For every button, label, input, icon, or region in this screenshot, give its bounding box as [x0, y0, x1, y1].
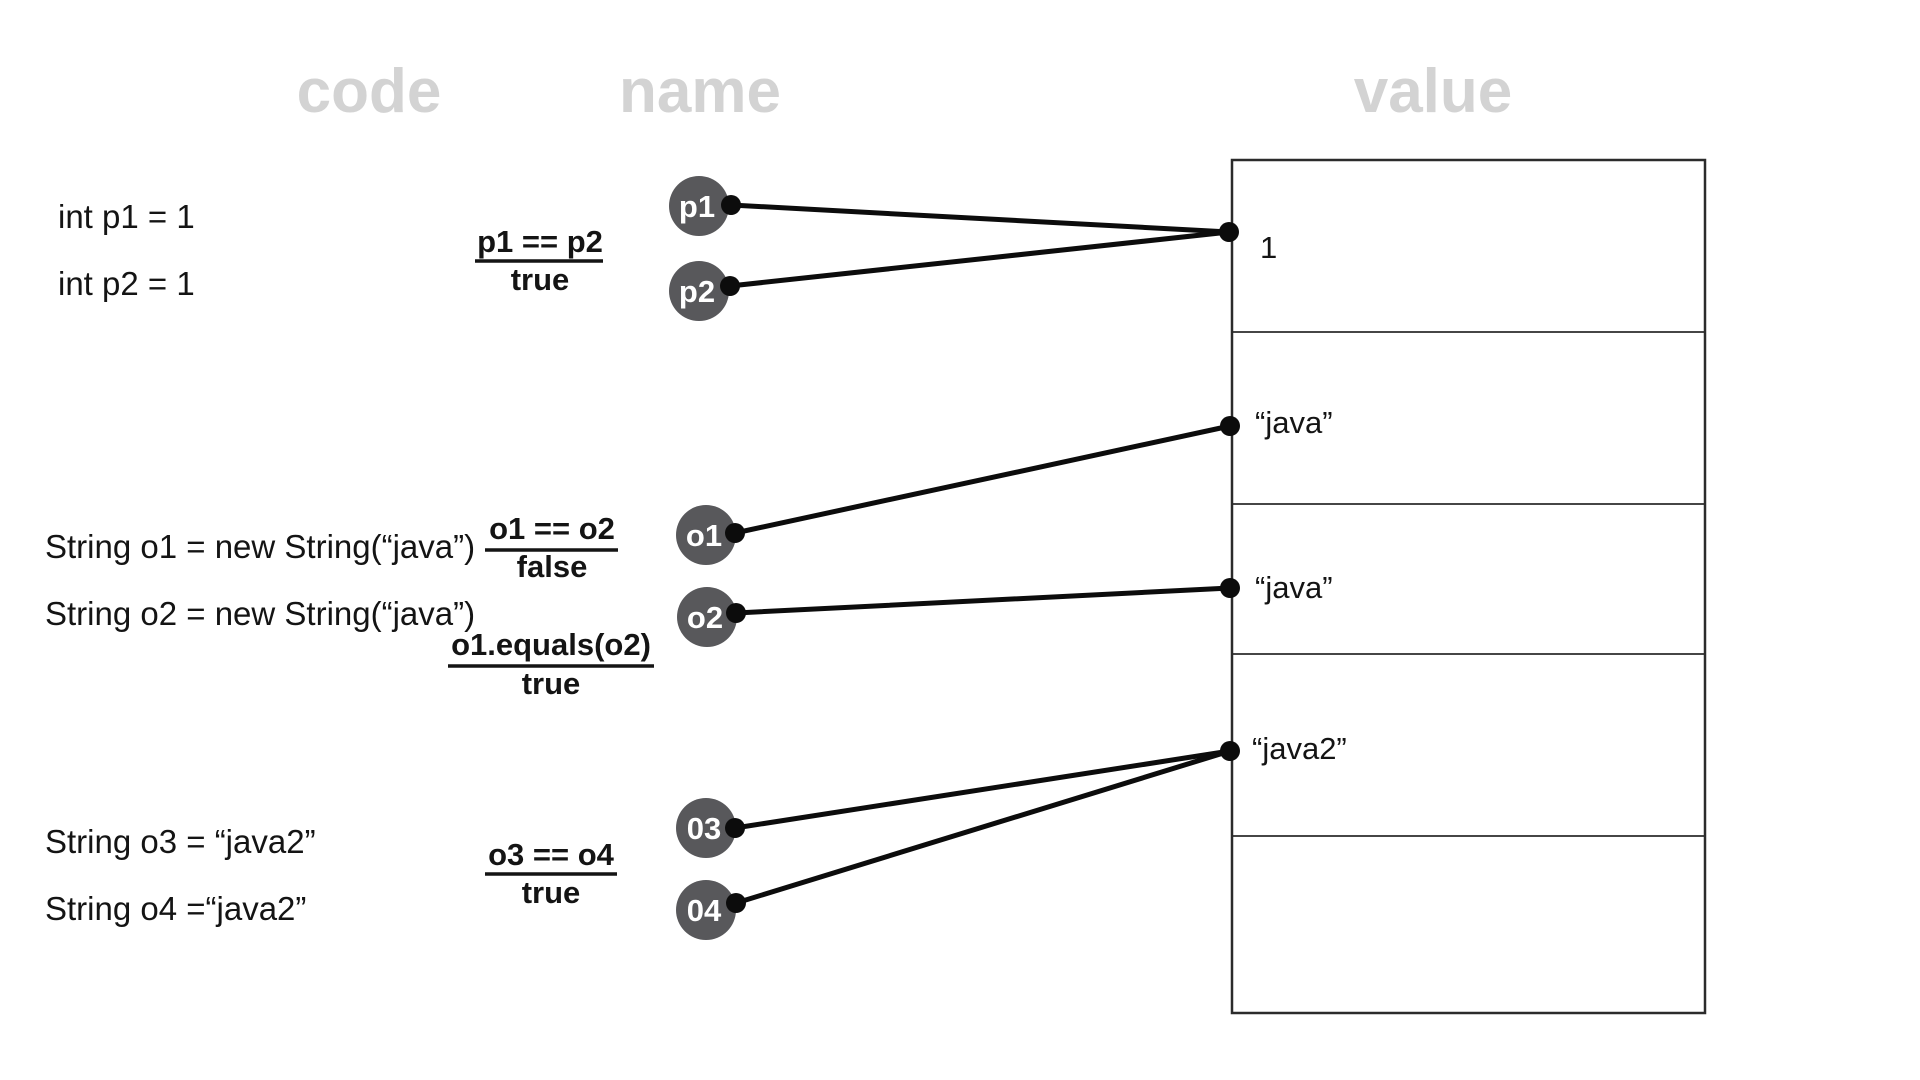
- name-node-p2: p2: [669, 261, 740, 321]
- name-circle: [677, 587, 737, 647]
- code-line-string-o2: String o2 = new String(“java”): [45, 595, 475, 632]
- table-endpoint-dots: [1219, 222, 1240, 761]
- value-cell-1: 1: [1260, 230, 1277, 265]
- name-circle: [669, 176, 729, 236]
- expression-result: true: [511, 262, 570, 297]
- endpoint-dot-java-a: [1220, 416, 1240, 436]
- expression-result: false: [517, 549, 588, 584]
- connector-dot: [725, 523, 745, 543]
- expression-result: true: [522, 875, 581, 910]
- name-node-o3: 03: [676, 798, 745, 858]
- expression-block-p1-eq-p2: p1 == p2 true: [475, 224, 603, 297]
- endpoint-dot-java-b: [1220, 578, 1240, 598]
- name-label: o1: [686, 518, 722, 553]
- name-circle: [676, 505, 736, 565]
- reference-line-o4-to-java2: [733, 748, 1233, 906]
- value-cell-java-a: “java”: [1255, 405, 1333, 440]
- expression-block-o1-eq-o2: o1 == o2 false: [485, 511, 618, 584]
- connector-dot: [726, 603, 746, 623]
- name-node-p1: p1: [669, 176, 741, 236]
- reference-line-o3-to-java2: [732, 748, 1233, 831]
- name-label: p2: [679, 274, 715, 309]
- code-column: int p1 = 1 int p2 = 1 String o1 = new St…: [45, 198, 475, 927]
- expression-text: p1 == p2: [477, 224, 603, 259]
- connector-dot: [720, 276, 740, 296]
- name-label: 04: [687, 893, 722, 928]
- column-header-name: name: [619, 57, 781, 126]
- code-line-string-o3: String o3 = “java2”: [45, 823, 316, 860]
- code-line-int-p2: int p2 = 1: [58, 265, 195, 302]
- name-circles: p1 p2 o1 o2 03 04: [669, 176, 746, 940]
- expression-blocks: p1 == p2 true o1 == o2 false o1.equals(o…: [448, 224, 654, 910]
- reference-line-p2-to-1: [727, 229, 1232, 289]
- value-cell-java2: “java2”: [1252, 731, 1347, 766]
- connector-dot: [721, 195, 741, 215]
- expression-block-o1-equals-o2: o1.equals(o2) true: [448, 627, 654, 701]
- name-circle: [669, 261, 729, 321]
- connector-dot: [726, 893, 746, 913]
- code-line-int-p1: int p1 = 1: [58, 198, 195, 235]
- endpoint-dot-java2: [1220, 741, 1240, 761]
- reference-line-o2-to-java: [733, 585, 1233, 616]
- name-label: p1: [679, 189, 715, 224]
- expression-text: o1 == o2: [489, 511, 615, 546]
- column-header-code: code: [297, 57, 442, 126]
- expression-result: true: [522, 666, 581, 701]
- expression-block-o3-eq-o4: o3 == o4 true: [485, 837, 617, 910]
- name-label: 03: [687, 811, 721, 846]
- reference-line-p1-to-1: [728, 202, 1232, 235]
- column-header-value: value: [1354, 57, 1513, 126]
- reference-lines: [727, 202, 1233, 906]
- code-line-string-o1: String o1 = new String(“java”): [45, 528, 475, 565]
- name-label: o2: [687, 600, 723, 635]
- value-table: 1 “java” “java” “java2”: [1230, 158, 1707, 1015]
- expression-text: o1.equals(o2): [451, 627, 651, 662]
- name-node-o2: o2: [677, 587, 746, 647]
- name-node-o1: o1: [676, 505, 745, 565]
- code-line-string-o4: String o4 =“java2”: [45, 890, 306, 927]
- value-cell-java-b: “java”: [1255, 570, 1333, 605]
- column-headers: code name value: [297, 57, 1513, 126]
- name-circle: [676, 798, 736, 858]
- expression-text: o3 == o4: [488, 837, 615, 872]
- name-node-o4: 04: [676, 880, 746, 940]
- name-circle: [676, 880, 736, 940]
- endpoint-dot-1: [1219, 222, 1239, 242]
- reference-line-o1-to-java: [732, 423, 1233, 536]
- connector-dot: [725, 818, 745, 838]
